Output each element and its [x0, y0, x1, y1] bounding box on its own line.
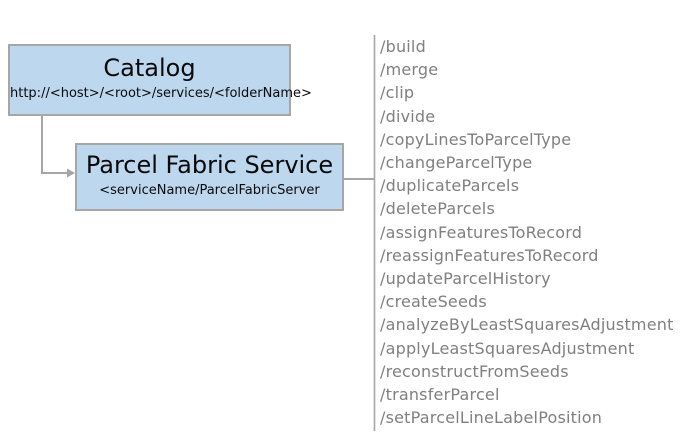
endpoint-item: /divide [380, 106, 436, 126]
endpoint-item: /transferParcel [380, 385, 500, 405]
endpoint-item: /updateParcelHistory [380, 269, 551, 289]
endpoint-item: /reconstructFromSeeds [380, 361, 569, 381]
endpoint-item: /copyLinesToParcelType [380, 129, 572, 149]
catalog-url: http://<host>/<root>/services/<folderNam… [10, 86, 312, 101]
endpoint-list: /build/merge/clip/divide/copyLinesToParc… [380, 35, 685, 429]
endpoint-item: /applyLeastSquaresAdjustment [380, 338, 635, 358]
catalog-node: Catalog http://<host>/<root>/services/<f… [8, 44, 312, 116]
catalog-to-service-connector [41, 116, 68, 174]
parcel-fabric-service-node: Parcel Fabric Service <serviceName/Parce… [75, 143, 344, 211]
parcel-fabric-service-title: Parcel Fabric Service [85, 151, 334, 179]
endpoint-item: /reassignFeaturesToRecord [380, 245, 599, 265]
endpoint-item: /setParcelLineLabelPosition [380, 408, 603, 428]
endpoint-item: /createSeeds [380, 292, 487, 312]
parcel-fabric-service-path: <serviceName/ParcelFabricServer [99, 183, 320, 198]
endpoint-item: /deleteParcels [380, 199, 495, 219]
endpoint-item: /build [380, 37, 426, 56]
endpoint-item: /analyzeByLeastSquaresAdjustment [380, 315, 674, 335]
endpoint-item: /duplicateParcels [380, 176, 520, 196]
endpoint-item: /changeParcelType [380, 153, 533, 173]
arrowhead-icon [67, 168, 75, 178]
endpoint-item: /clip [380, 83, 415, 103]
endpoint-item: /merge [380, 60, 439, 80]
endpoint-item: /assignFeaturesToRecord [380, 222, 583, 242]
catalog-title: Catalog [103, 54, 196, 82]
